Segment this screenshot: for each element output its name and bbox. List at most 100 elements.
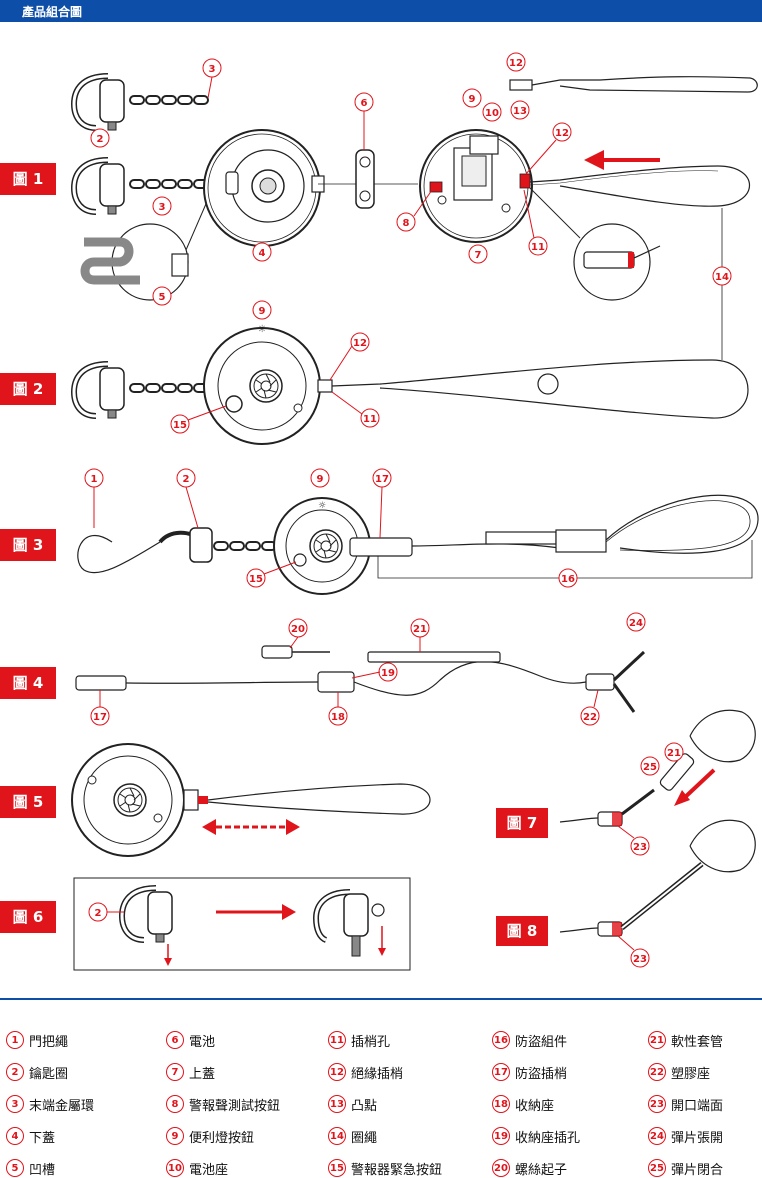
legend-number: 16 <box>492 1031 510 1049</box>
legend-text: 彈片閉合 <box>671 1162 724 1178</box>
figure-label-8: 圖 8 <box>496 916 548 946</box>
legend-text: 凸點 <box>351 1098 378 1114</box>
svg-text:15: 15 <box>173 420 187 431</box>
svg-text:☼: ☼ <box>318 501 326 511</box>
svg-text:2: 2 <box>183 474 190 485</box>
figure-1-drawing <box>74 76 758 301</box>
legend-item: 25 彈片閉合 <box>648 1158 723 1178</box>
legend-text: 彈片張開 <box>671 1130 724 1146</box>
svg-text:24: 24 <box>629 618 643 629</box>
legend-text: 軟性套管 <box>671 1034 724 1050</box>
legend-item: 5 凹槽 <box>6 1158 55 1178</box>
legend-text: 收納座 <box>515 1098 555 1114</box>
svg-text:4: 4 <box>259 248 266 259</box>
svg-text:12: 12 <box>555 128 569 139</box>
figure-label-4: 圖 4 <box>0 667 56 699</box>
figure-label-1: 圖 1 <box>0 163 56 195</box>
page-header: 產品組合圖 <box>0 0 762 22</box>
svg-text:21: 21 <box>667 748 681 759</box>
svg-text:23: 23 <box>633 954 647 965</box>
svg-text:22: 22 <box>583 712 597 723</box>
figure-label-3: 圖 3 <box>0 529 56 561</box>
legend-number: 12 <box>328 1063 346 1081</box>
legend-number: 1 <box>6 1031 24 1049</box>
figure-label-7: 圖 7 <box>496 808 548 838</box>
legend-item: 3 末端金屬環 <box>6 1094 94 1114</box>
legend-number: 18 <box>492 1095 510 1113</box>
legend-text: 絕緣插梢 <box>351 1066 404 1082</box>
svg-text:25: 25 <box>643 762 657 773</box>
svg-text:7: 7 <box>475 250 482 261</box>
legend-number: 5 <box>6 1159 24 1177</box>
svg-text:9: 9 <box>317 474 324 485</box>
svg-text:2: 2 <box>97 134 104 145</box>
svg-text:8: 8 <box>403 218 410 229</box>
legend-number: 11 <box>328 1031 346 1049</box>
figure-7-drawing <box>559 709 756 827</box>
svg-text:9: 9 <box>259 306 266 317</box>
legend-text: 末端金屬環 <box>29 1098 95 1114</box>
svg-text:6: 6 <box>361 98 368 109</box>
callout-numbers <box>84 52 732 968</box>
svg-text:☼: ☼ <box>258 324 267 335</box>
legend-number: 20 <box>492 1159 510 1177</box>
svg-text:13: 13 <box>513 106 527 117</box>
figure-8-drawing <box>559 819 756 937</box>
svg-text:11: 11 <box>363 414 377 425</box>
legend-item: 18 收納座 <box>492 1094 554 1114</box>
legend-text: 凹槽 <box>29 1162 56 1178</box>
legend-text: 圈繩 <box>351 1130 378 1146</box>
legend-text: 警報聲測試按鈕 <box>189 1098 281 1114</box>
svg-text:19: 19 <box>381 668 395 679</box>
legend-number: 25 <box>648 1159 666 1177</box>
legend-number: 15 <box>328 1159 346 1177</box>
svg-text:17: 17 <box>375 474 389 485</box>
legend-text: 螺絲起子 <box>515 1162 568 1178</box>
legend-text: 警報器緊急按鈕 <box>351 1162 443 1178</box>
legend-text: 收納座插孔 <box>515 1130 581 1146</box>
legend-number: 3 <box>6 1095 24 1113</box>
svg-text:12: 12 <box>353 338 367 349</box>
legend-text: 鑰匙圈 <box>29 1066 69 1082</box>
legend-number: 22 <box>648 1063 666 1081</box>
svg-text:5: 5 <box>159 292 166 303</box>
svg-text:11: 11 <box>531 242 545 253</box>
figure-label-6: 圖 6 <box>0 901 56 933</box>
svg-text:9: 9 <box>469 94 476 105</box>
legend-item: 13 凸點 <box>328 1094 377 1114</box>
legend-divider <box>0 998 762 1000</box>
legend-text: 下蓋 <box>29 1130 56 1146</box>
svg-text:21: 21 <box>413 624 427 635</box>
legend-item: 20 螺絲起子 <box>492 1158 567 1178</box>
svg-text:2: 2 <box>95 908 102 919</box>
svg-text:17: 17 <box>93 712 107 723</box>
svg-text:10: 10 <box>485 108 499 119</box>
svg-text:3: 3 <box>209 64 216 75</box>
figure-label-5: 圖 5 <box>0 786 56 818</box>
svg-text:12: 12 <box>509 58 523 69</box>
legend-number: 10 <box>166 1159 184 1177</box>
legend-number: 8 <box>166 1095 184 1113</box>
figure-label-2: 圖 2 <box>0 373 56 405</box>
legend-number: 23 <box>648 1095 666 1113</box>
legend-text: 塑膠座 <box>671 1066 711 1082</box>
svg-text:14: 14 <box>715 272 729 283</box>
svg-text:16: 16 <box>561 574 575 585</box>
legend-item: 8 警報聲測試按鈕 <box>166 1094 280 1114</box>
legend-text: 上蓋 <box>189 1066 216 1082</box>
figure-2-drawing: ☼ <box>74 208 749 445</box>
legend-number: 17 <box>492 1063 510 1081</box>
legend-number: 13 <box>328 1095 346 1113</box>
